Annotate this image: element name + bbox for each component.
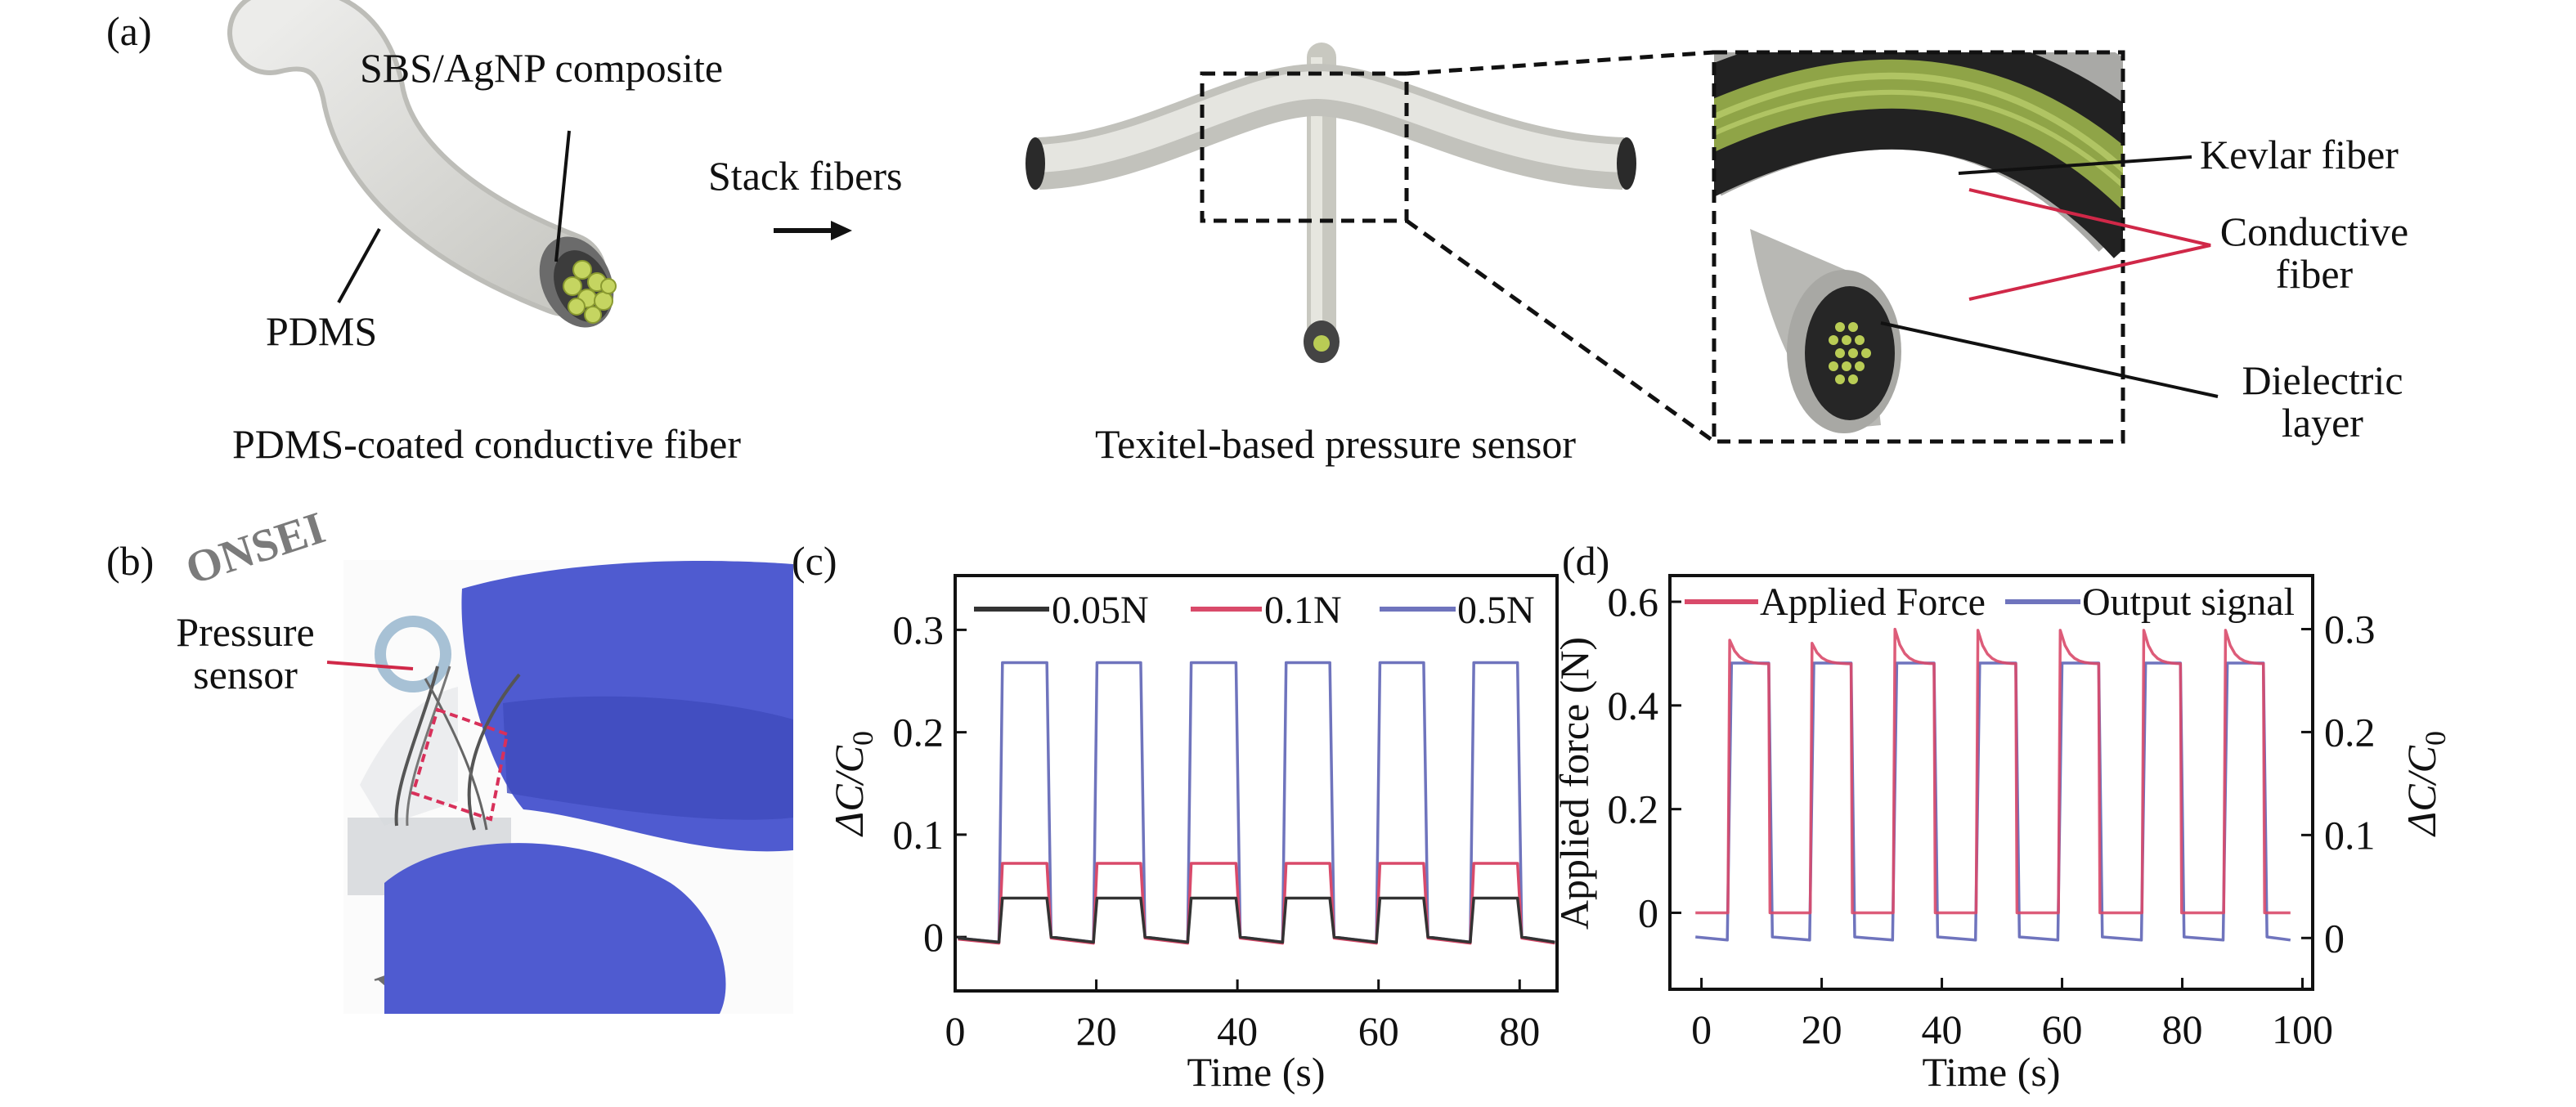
- dielectric-leader-line: [1880, 321, 2219, 398]
- chart-c-xlabel: Time (s): [1187, 1049, 1325, 1095]
- cross-section-illustration: [1712, 50, 2125, 444]
- chart-d-ylabel-right-sub: 0: [2419, 731, 2452, 746]
- pressure-sensor-label-line2: sensor: [193, 652, 298, 697]
- textile-sensor-illustration: [1025, 43, 1636, 363]
- x-tick-label: 0: [1691, 1006, 1712, 1052]
- chart-c-legend: 0.05N 0.1N 0.5N: [974, 589, 1535, 632]
- sensor-leader-line: [326, 661, 414, 670]
- pressure-sensor-label-line1: Pressure: [176, 609, 314, 655]
- y-tick-label-right: 0.1: [2324, 812, 2376, 858]
- chart-d-xlabel: Time (s): [1922, 1049, 2060, 1095]
- y-tick-label-left: 0.2: [1608, 787, 1659, 832]
- series-line-applied-force: [1695, 627, 2291, 915]
- y-tick-label-left: 0.2: [893, 710, 945, 755]
- dielectric-layer-label-line2: layer: [2282, 400, 2363, 446]
- pdms-leader-line: [337, 228, 381, 303]
- sensor-caption: Texitel-based pressure sensor: [1095, 421, 1576, 467]
- legend-label-0.1N: 0.1N: [1264, 589, 1342, 632]
- y-tick-label-right: 0: [2324, 915, 2345, 961]
- conductive-fiber-label-line2: fiber: [2276, 251, 2354, 297]
- sensor-highlight-box: [411, 707, 509, 822]
- zoom-connector-bottom: [1405, 218, 1716, 444]
- chart-c-ylabel-main: ΔC/C: [826, 745, 872, 837]
- pdms-coated-fiber-illustration: [227, 0, 617, 328]
- x-tick-label: 60: [1358, 1008, 1399, 1054]
- core-fibers-icon: [1829, 322, 1871, 384]
- magnified-view-box: [1712, 50, 2125, 444]
- y-tick-label-left: 0.6: [1608, 579, 1659, 625]
- kevlar-leader-line: [1958, 155, 2192, 175]
- x-tick-label: 100: [2272, 1006, 2333, 1052]
- y-tick-label-left: 0: [923, 914, 944, 960]
- sensor-photo: ONSEI YO: [180, 503, 793, 1020]
- conductive-fiber-label-line1: Conductive: [2220, 208, 2409, 254]
- chart-d-ylabel-right-main: ΔC/C: [2399, 745, 2444, 837]
- conductive-fiber-bundle-icon: [563, 260, 617, 324]
- x-tick-label: 40: [1217, 1008, 1258, 1054]
- chart-d-ylabel-right: ΔC/C0: [2399, 731, 2452, 837]
- x-tick-label: 40: [1922, 1006, 1963, 1052]
- series-line-0.05N: [958, 896, 1555, 944]
- chart-d-ylabel-left: Applied force (N): [1551, 637, 1597, 930]
- x-tick-label: 80: [1499, 1008, 1540, 1054]
- fiber-caption: PDMS-coated conductive fiber: [232, 421, 741, 467]
- chart-d-legend: Applied Force Output signal: [1685, 580, 2295, 624]
- arrow-right-icon: [774, 221, 852, 240]
- panel-a-label: (a): [106, 8, 152, 54]
- legend-label-output-signal: Output signal: [2082, 580, 2295, 624]
- panel-d: (d) 0 20 40 60 80 100 0 0.2 0.4 0.6 0 0.1 0.2 0.3 App…: [1551, 538, 2452, 1095]
- x-tick-label: 0: [945, 1008, 966, 1054]
- kevlar-fiber-label: Kevlar fiber: [2200, 132, 2399, 177]
- chart-force-and-output-vs-time: 0 20 40 60 80 100 0 0.2 0.4 0.6 0 0.1 0.2 0.3: [1608, 574, 2376, 1052]
- y-tick-label-left: 0.1: [893, 812, 945, 858]
- panel-d-label: (d): [1562, 538, 1609, 584]
- x-tick-label: 20: [1802, 1006, 1842, 1052]
- dielectric-layer-label-line1: Dielectric: [2242, 357, 2403, 403]
- zoom-connector-top: [1406, 50, 1715, 76]
- chart-c-ylabel: ΔC/C0: [826, 731, 879, 837]
- x-tick-label: 20: [1076, 1008, 1117, 1054]
- plot-frame: [954, 574, 1559, 993]
- legend-label-0.05N: 0.05N: [1052, 589, 1149, 632]
- conductive-leader-lines: [1968, 188, 2211, 301]
- legend-label-applied-force: Applied Force: [1760, 580, 1986, 624]
- sbs-leader-line: [554, 130, 571, 262]
- panel-b-label: (b): [106, 538, 154, 584]
- y-tick-label-right: 0.2: [2324, 709, 2376, 755]
- x-tick-label: 60: [2042, 1006, 2083, 1052]
- zoom-region-box: [1200, 71, 1409, 223]
- glove-bottom: [384, 843, 726, 1014]
- legend-label-0.5N: 0.5N: [1457, 589, 1535, 632]
- series-line-output-signal: [1695, 661, 2291, 942]
- y-tick-label-left: 0: [1638, 890, 1658, 935]
- x-tick-label: 80: [2162, 1006, 2203, 1052]
- chart-c-ylabel-sub: 0: [846, 731, 879, 746]
- panel-c-label: (c): [792, 538, 837, 584]
- y-tick-label-right: 0.3: [2324, 606, 2376, 652]
- chart-capacitance-vs-time: 0 20 40 60 80 0 0.1 0.2 0.3: [893, 574, 1559, 1054]
- sbs-agnp-label: SBS/AgNP composite: [360, 45, 723, 91]
- y-tick-label-left: 0.3: [893, 607, 945, 652]
- panel-b: (b) ONSEI YO Pressure sensor: [106, 503, 793, 1020]
- pdms-label: PDMS: [266, 308, 377, 354]
- panel-a: (a) SBS/AgNP composite PDMS PDMS-coated …: [106, 0, 2409, 467]
- stack-fibers-label: Stack fibers: [708, 153, 902, 199]
- background-logo-text: ONSEI: [180, 503, 331, 595]
- plot-frame: [1668, 574, 2314, 991]
- y-tick-label-left: 0.4: [1608, 683, 1659, 728]
